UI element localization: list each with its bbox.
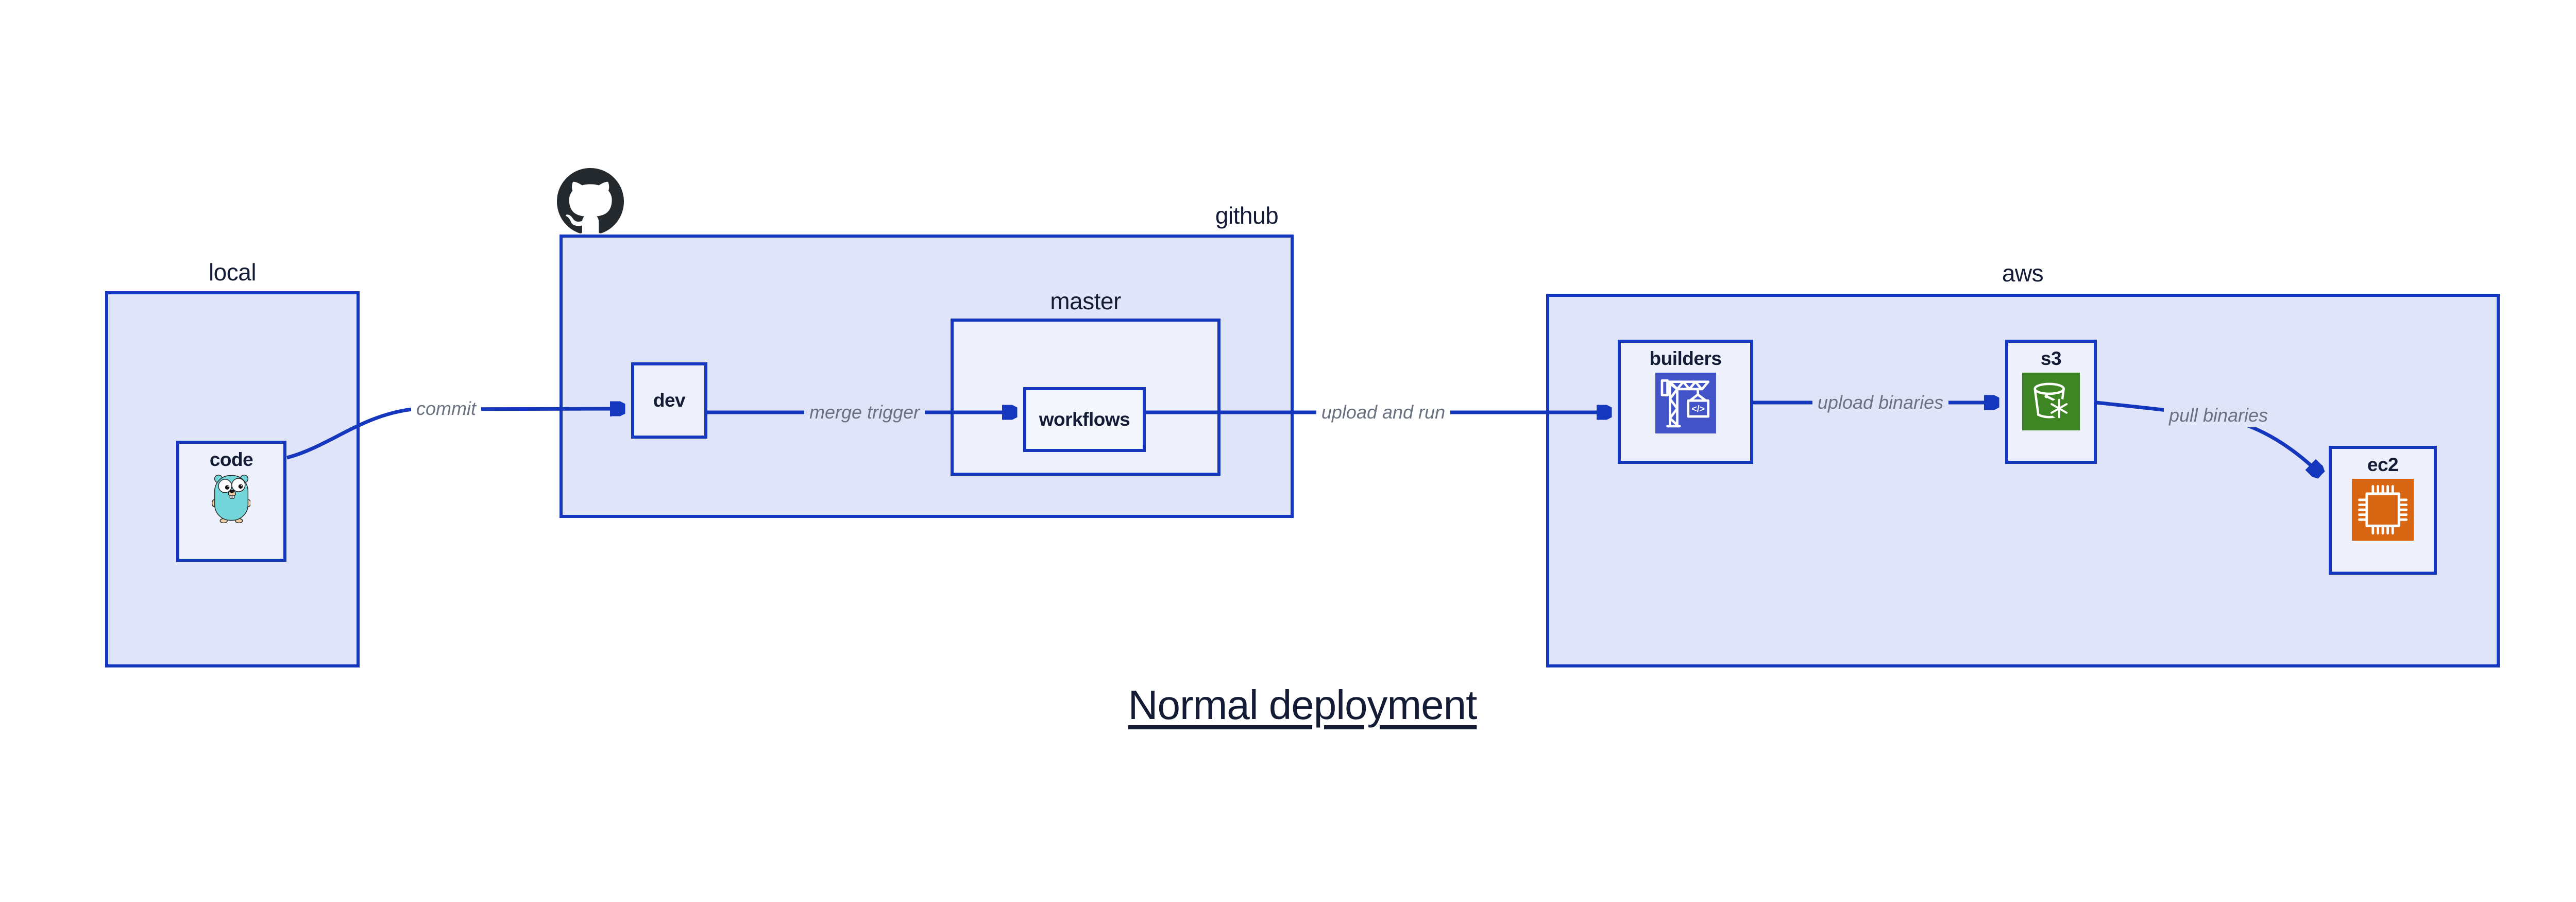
node-workflows: workflows xyxy=(1023,387,1146,452)
container-label-aws: aws xyxy=(2002,260,2044,287)
container-label-github: github xyxy=(1215,202,1279,229)
ec2-chip-icon xyxy=(2352,479,2414,541)
container-label-master: master xyxy=(1050,288,1121,314)
edge-label-merge-trigger: merge trigger xyxy=(804,400,925,424)
node-code: code xyxy=(176,441,286,562)
codebuild-crane-icon: </> xyxy=(1655,373,1716,433)
node-s3-label: s3 xyxy=(2040,348,2062,369)
edge-label-pull-binaries: pull binaries xyxy=(2163,404,2274,427)
node-builders-label: builders xyxy=(1649,348,1722,369)
container-label-local: local xyxy=(208,259,257,286)
codebuild-code-glyph: </> xyxy=(1691,404,1705,414)
go-gopher-icon xyxy=(212,474,250,523)
node-dev: dev xyxy=(631,362,707,439)
node-ec2: ec2 xyxy=(2329,446,2437,575)
node-builders: builders </> xyxy=(1618,340,1753,464)
edge-label-upload-binaries: upload binaries xyxy=(1812,391,1949,414)
edge-label-commit: commit xyxy=(411,397,481,421)
diagram-title: Normal deployment xyxy=(1128,682,1478,728)
node-ec2-label: ec2 xyxy=(2367,454,2399,475)
edge-label-upload-and-run: upload and run xyxy=(1316,400,1451,424)
node-s3: s3 xyxy=(2005,340,2097,464)
s3-glacier-bucket-icon xyxy=(2022,373,2080,430)
github-octocat-icon xyxy=(557,168,624,233)
node-code-label: code xyxy=(209,449,253,470)
node-workflows-label: workflows xyxy=(1039,409,1130,430)
node-dev-label: dev xyxy=(653,390,686,411)
